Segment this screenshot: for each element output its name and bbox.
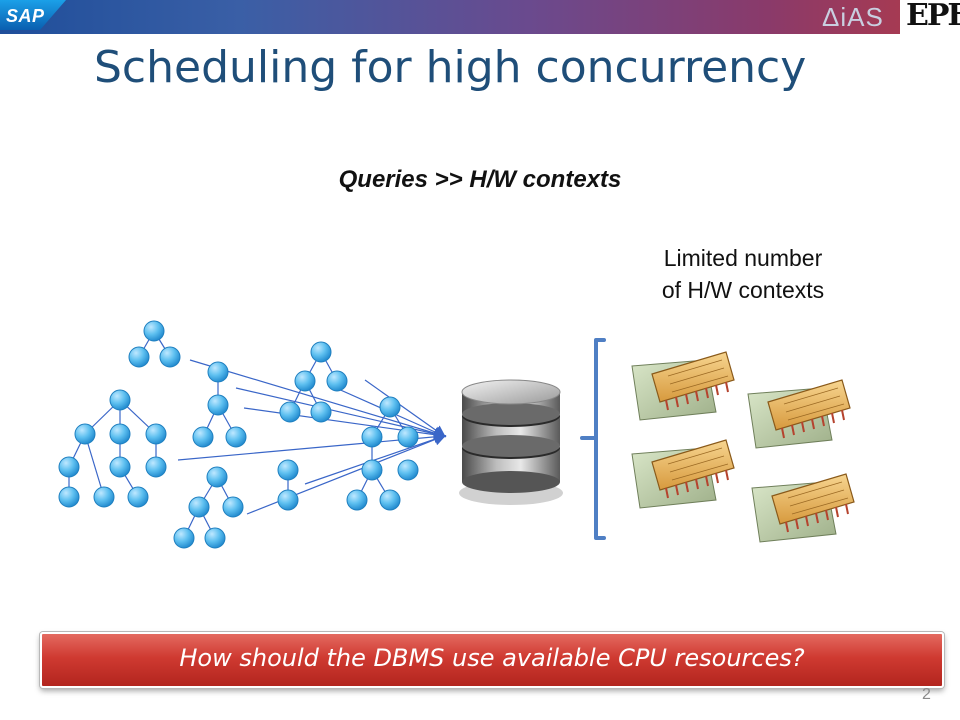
cpu-chip-icon — [747, 379, 851, 449]
header-bar — [0, 0, 960, 34]
slide-title: Scheduling for high concurrency — [94, 42, 807, 93]
slide-subtitle: Queries >> H/W contexts — [338, 166, 622, 193]
question-text: How should the DBMS use available CPU re… — [179, 644, 805, 672]
cpu-chip-icon — [631, 351, 735, 421]
database-icon — [459, 379, 563, 505]
cpu-chip-icon — [751, 473, 855, 543]
epfl-logo: EPFL — [900, 0, 960, 36]
sap-logo-text: SAP — [6, 6, 45, 26]
hw-label-line1: Limited number — [663, 245, 823, 271]
hw-contexts-bracket — [580, 338, 606, 540]
dias-logo: ΔiAS — [822, 2, 884, 32]
hw-label-line2: of H/W contexts — [661, 277, 825, 303]
hw-contexts-label: Limited number of H/W contexts — [612, 242, 874, 306]
question-banner: How should the DBMS use available CPU re… — [40, 632, 944, 688]
epfl-logo-text: EPFL — [906, 0, 960, 33]
cpu-chip-icon — [631, 439, 735, 509]
slide-number: 2 — [922, 686, 931, 703]
query-tree-nodes — [58, 320, 419, 549]
sap-logo: SAP — [0, 0, 66, 30]
